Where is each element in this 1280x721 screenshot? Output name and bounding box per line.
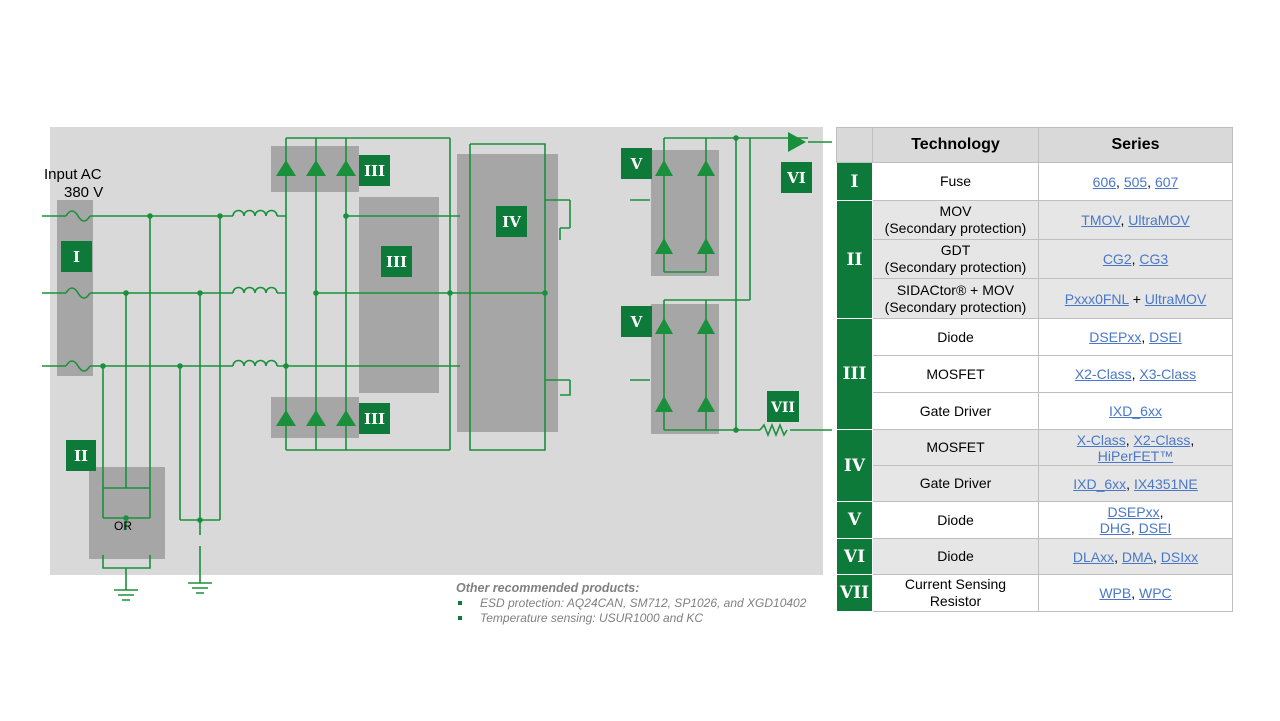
row-num: IV: [836, 429, 873, 502]
series-link[interactable]: DSEI: [1149, 329, 1182, 345]
junction-dots: [100, 135, 739, 523]
sense-resistor: [759, 422, 788, 438]
series-link[interactable]: DMA: [1121, 548, 1153, 565]
recommended-products-notes: Other recommended products: ESD protecti…: [456, 581, 806, 626]
series-link[interactable]: DLAxx: [1072, 548, 1115, 565]
series-link[interactable]: CG2: [1102, 251, 1132, 267]
diode-symbols: [276, 132, 806, 426]
technology-table: Technology Series I Fuse 606, 505, 607 I…: [836, 127, 1233, 612]
row-num: V: [836, 501, 873, 539]
badge-iii-bottom: III: [359, 403, 390, 434]
series-link[interactable]: UltraMOV: [1128, 212, 1190, 228]
series-link[interactable]: WPB: [1099, 585, 1132, 601]
badge-i: I: [61, 241, 92, 272]
series-link[interactable]: 606: [1092, 173, 1117, 190]
tech-cell: GDT(Secondary protection): [872, 239, 1039, 279]
badge-ii: II: [66, 440, 96, 471]
badge-vii: VII: [767, 391, 799, 422]
series-link[interactable]: TMOV: [1081, 212, 1121, 228]
series-cell: X-Class, X2-Class,HiPerFET™: [1038, 429, 1233, 466]
tech-cell: Gate Driver: [872, 392, 1039, 430]
series-link[interactable]: DSEPxx: [1089, 329, 1142, 345]
or-label: OR: [114, 519, 132, 533]
svg-text:III: III: [364, 410, 385, 428]
row-num: I: [836, 162, 873, 201]
header-technology: Technology: [872, 127, 1039, 163]
ground-symbols: [114, 582, 212, 601]
badge-v-bottom: V: [621, 306, 652, 337]
series-link[interactable]: IX4351NE: [1133, 475, 1198, 492]
badge-v-top: V: [621, 148, 652, 179]
svg-text:V: V: [630, 313, 643, 331]
series-cell: DSEPxx, DSEI: [1038, 318, 1233, 356]
series-link[interactable]: DHG: [1099, 520, 1131, 536]
series-cell: IXD_6xx, IX4351NE: [1038, 465, 1233, 502]
svg-text:VI: VI: [786, 169, 806, 187]
svg-text:III: III: [364, 162, 385, 180]
series-cell: 606, 505, 607: [1038, 162, 1233, 201]
badge-iv: IV: [496, 206, 527, 237]
tech-cell: MOSFET: [872, 429, 1039, 466]
series-cell: WPB, WPC: [1038, 574, 1233, 612]
tech-cell: Diode: [872, 318, 1039, 356]
series-link[interactable]: DSEI: [1138, 520, 1172, 536]
svg-text:V: V: [630, 155, 643, 173]
svg-text:II: II: [74, 447, 88, 465]
series-link[interactable]: UltraMOV: [1144, 290, 1207, 307]
series-cell: CG2, CG3: [1038, 239, 1233, 279]
series-link[interactable]: IXD_6xx: [1109, 403, 1162, 419]
series-link[interactable]: X-Class: [1076, 431, 1126, 448]
table-corner: [836, 127, 873, 163]
svg-text:VII: VII: [770, 400, 795, 416]
input-label-line1: Input AC: [44, 166, 102, 183]
input-label-line2: 380 V: [64, 184, 103, 201]
series-link[interactable]: CG3: [1139, 251, 1169, 267]
notes-header: Other recommended products:: [456, 581, 640, 595]
series-link[interactable]: X3-Class: [1139, 366, 1197, 382]
series-cell: TMOV, UltraMOV: [1038, 200, 1233, 240]
row-num: III: [836, 318, 873, 430]
series-link[interactable]: WPC: [1139, 585, 1172, 601]
badge-vi: VI: [781, 162, 812, 193]
tech-cell: MOSFET: [872, 355, 1039, 393]
series-cell: X2-Class, X3-Class: [1038, 355, 1233, 393]
series-cell: DLAxx, DMA, DSIxx: [1038, 538, 1233, 575]
tech-cell: Diode: [872, 501, 1039, 539]
series-link[interactable]: DSIxx: [1160, 548, 1199, 565]
badge-iii-mid: III: [381, 246, 412, 277]
svg-text:III: III: [386, 253, 407, 271]
tech-cell: Gate Driver: [872, 465, 1039, 502]
series-link[interactable]: X2-Class: [1133, 431, 1191, 448]
row-num: VI: [836, 538, 873, 575]
badge-iii-top: III: [359, 155, 390, 186]
series-link[interactable]: 607: [1154, 173, 1179, 190]
header-series: Series: [1038, 127, 1233, 163]
series-link[interactable]: DSEPxx: [1107, 504, 1160, 520]
row-num: VII: [836, 574, 873, 612]
series-link[interactable]: HiPerFET™: [1097, 447, 1174, 464]
series-link[interactable]: X2-Class: [1074, 366, 1132, 382]
row-num: II: [836, 200, 873, 319]
tech-cell: Fuse: [872, 162, 1039, 201]
notes-item: Temperature sensing: USUR1000 and KC: [456, 611, 806, 626]
svg-text:I: I: [73, 248, 80, 266]
series-link[interactable]: Pxxx0FNL: [1064, 290, 1129, 307]
series-cell: IXD_6xx: [1038, 392, 1233, 430]
tech-cell: Diode: [872, 538, 1039, 575]
tech-cell: SIDACtor® + MOV(Secondary protection): [872, 278, 1039, 319]
svg-text:IV: IV: [502, 213, 521, 231]
series-link[interactable]: 505: [1123, 173, 1148, 190]
series-link[interactable]: IXD_6xx: [1073, 475, 1127, 492]
series-cell: DSEPxx,DHG, DSEI: [1038, 501, 1233, 539]
series-cell: Pxxx0FNL + UltraMOV: [1038, 278, 1233, 319]
tech-cell: MOV(Secondary protection): [872, 200, 1039, 240]
notes-item: ESD protection: AQ24CAN, SM712, SP1026, …: [456, 596, 806, 611]
